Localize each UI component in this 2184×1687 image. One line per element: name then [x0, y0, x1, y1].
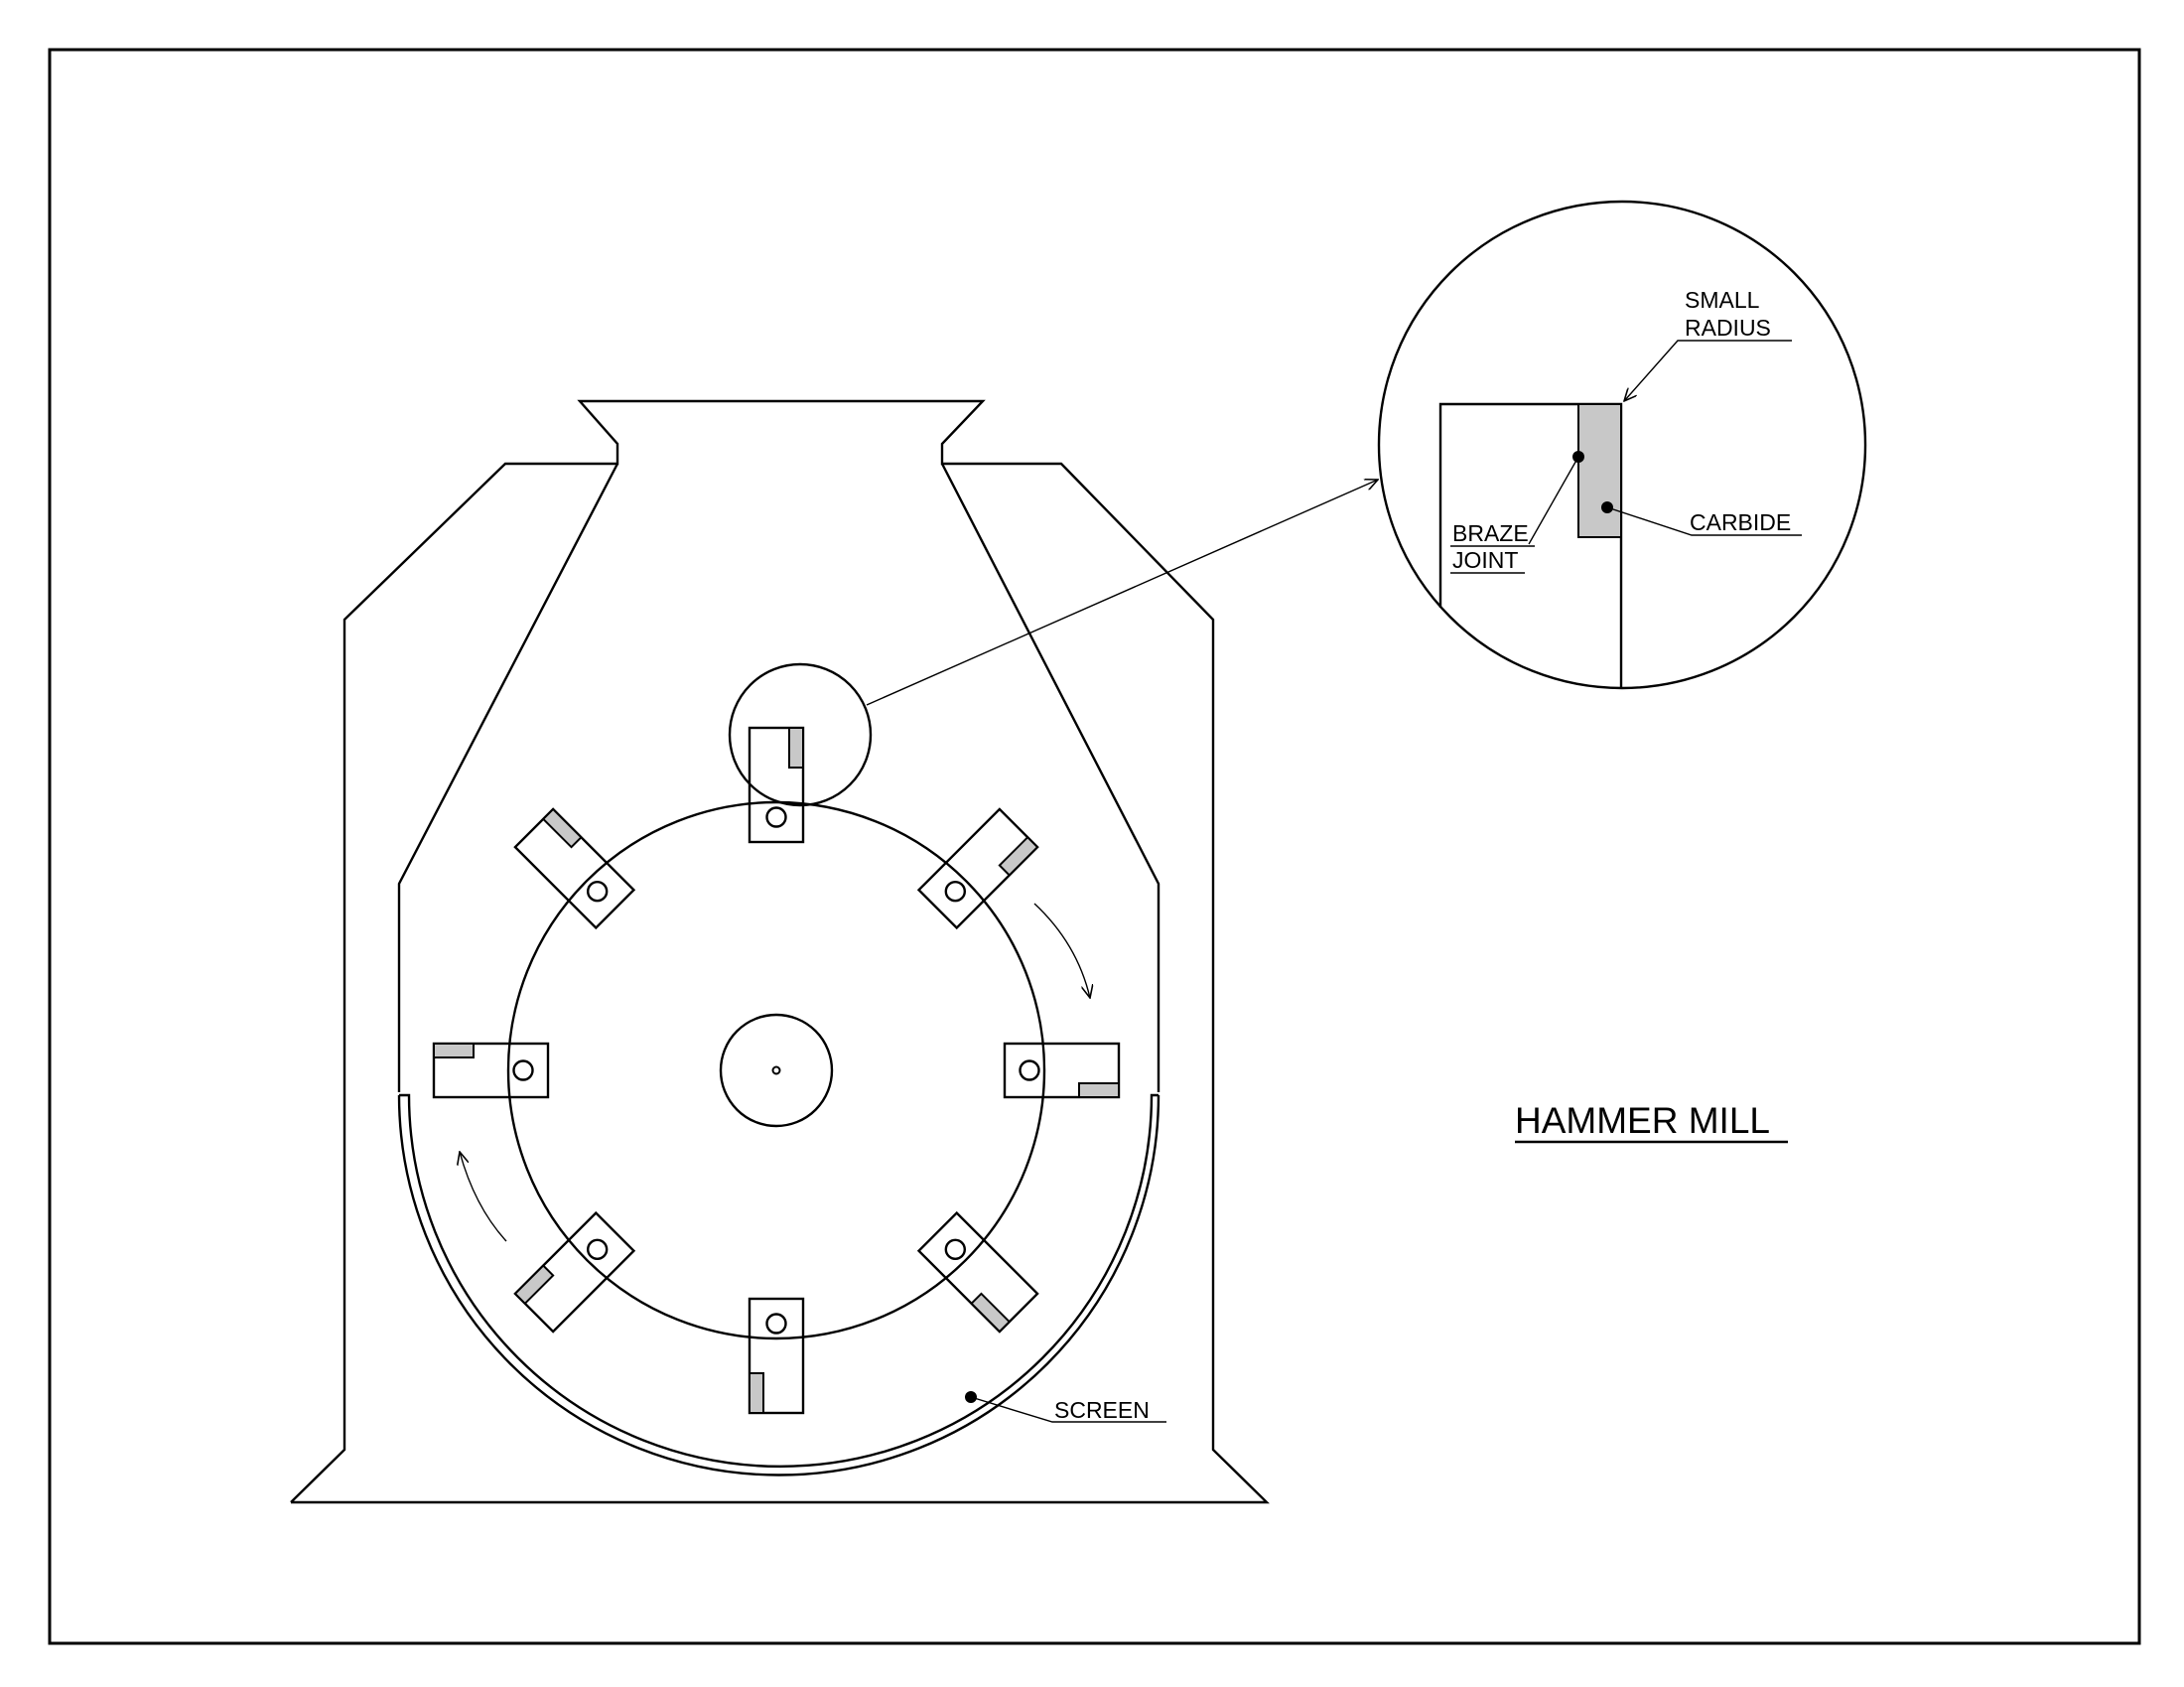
- hammer: [748, 1297, 805, 1415]
- carbide-tip: [1078, 1082, 1120, 1098]
- hammer-pin-hole: [586, 880, 609, 903]
- label-braze-2: JOINT: [1452, 547, 1518, 573]
- detail-leader-line: [866, 480, 1378, 706]
- shaft-center: [771, 1065, 781, 1075]
- hammer: [513, 1210, 636, 1334]
- label-small-radius-2: RADIUS: [1685, 315, 1771, 341]
- label-small-radius-1: SMALL: [1685, 287, 1760, 313]
- hammer-pin-hole: [944, 1238, 967, 1261]
- hammer: [432, 1042, 550, 1099]
- hammer: [748, 726, 805, 844]
- hammer-pin-hole: [765, 1313, 787, 1335]
- hammer-pin-hole: [944, 880, 967, 903]
- hammer-pin-hole: [1019, 1059, 1040, 1081]
- carbide-tip: [541, 807, 583, 849]
- screen-arc: [397, 1093, 1160, 1476]
- detail-view: [1377, 200, 1867, 690]
- rotation-arrow-right: [1033, 903, 1090, 998]
- carbide-insert: [1577, 403, 1622, 538]
- hammer: [1003, 1042, 1121, 1099]
- carbide-tip: [433, 1043, 475, 1058]
- detail-marker-circle: [728, 662, 873, 807]
- drawing-border: [48, 48, 2141, 1645]
- rotation-arrow-left: [460, 1152, 507, 1242]
- carbide-tip: [998, 835, 1039, 877]
- hammer: [916, 807, 1039, 930]
- label-screen: SCREEN: [1054, 1397, 1150, 1423]
- carbide-tip: [749, 1372, 764, 1414]
- screen-leader: [970, 1396, 1166, 1423]
- mill-housing: [290, 399, 1270, 1504]
- label-carbide: CARBIDE: [1690, 509, 1791, 535]
- carbide-tip: [788, 727, 804, 769]
- hammer-pin-hole: [765, 806, 787, 828]
- carbide-tip: [970, 1292, 1012, 1334]
- rotor-disk: [506, 800, 1046, 1340]
- rotor-hub: [719, 1013, 834, 1128]
- hammer-pin-hole: [512, 1059, 534, 1081]
- drawing-title: HAMMER MILL: [1515, 1100, 1770, 1141]
- hammer: [916, 1210, 1039, 1334]
- carbide-tip: [513, 1264, 555, 1306]
- hammer: [513, 807, 636, 930]
- hammers-group: [432, 726, 1121, 1415]
- label-braze-1: BRAZE: [1452, 520, 1529, 546]
- hammer-pin-hole: [586, 1238, 609, 1261]
